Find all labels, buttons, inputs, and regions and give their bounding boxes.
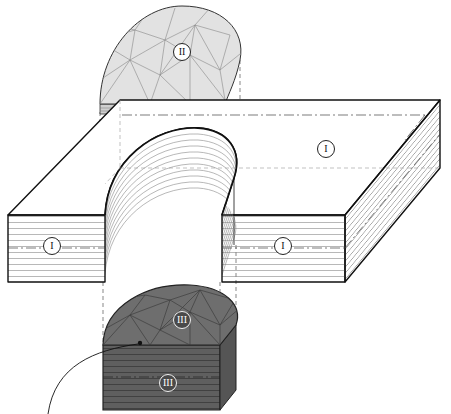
callout-text: I	[50, 241, 53, 251]
callout-number: II	[173, 43, 191, 61]
callout-text: II	[179, 47, 186, 57]
insert-top	[100, 6, 245, 114]
callout-text: III	[163, 378, 173, 388]
callout-number: I	[43, 237, 61, 255]
callout-number: I	[274, 237, 292, 255]
callout-text: I	[281, 241, 284, 251]
callout-text: I	[324, 144, 327, 154]
insert-bottom	[48, 285, 240, 414]
laminated-plate	[8, 100, 440, 282]
callout-number: III	[173, 311, 191, 329]
callout-text: III	[177, 315, 187, 325]
callout-number: III	[159, 374, 177, 392]
callout-number: I	[317, 140, 335, 158]
